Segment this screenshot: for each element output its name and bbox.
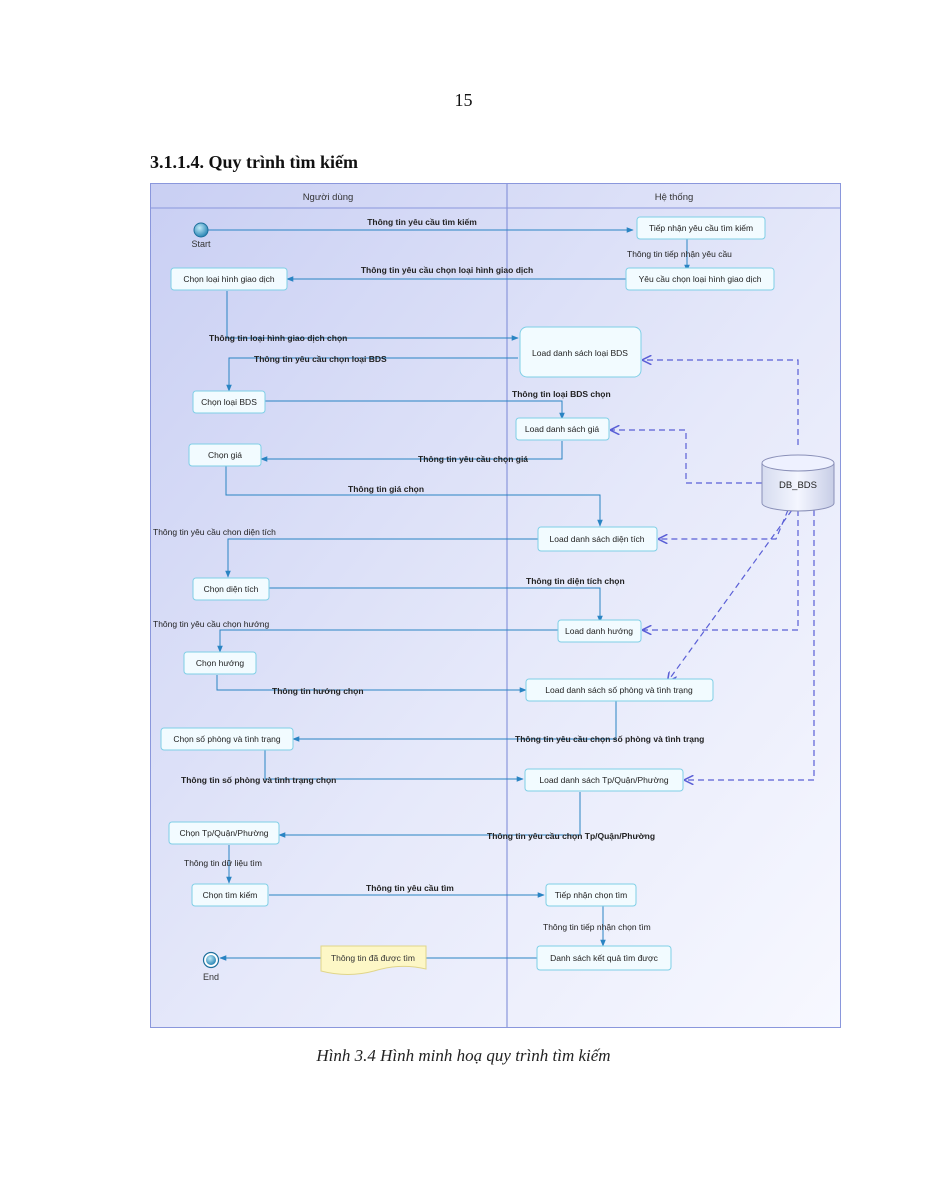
- flow-label-f7: Thông tin yêu cầu chọn giá: [418, 454, 528, 464]
- flow-label-f15: Thông tin yêu cầu chọn Tp/Quận/Phường: [487, 831, 655, 841]
- svg-text:Tiếp nhận chọn tìm: Tiếp nhận chọn tìm: [555, 890, 627, 900]
- lane-system-header: Hệ thống: [655, 192, 694, 203]
- flow-label-f9: Thông tin yêu cầu chon diện tích: [153, 527, 276, 537]
- svg-text:Load danh sách giá: Load danh sách giá: [525, 424, 599, 434]
- action-chon-loai-bds: Chọn loại BDS: [192, 390, 266, 414]
- end-node: [206, 955, 216, 965]
- flow-f14: [264, 750, 524, 782]
- lane-user-header: Người dùng: [303, 192, 354, 203]
- flow-label-f2: Thông tin tiếp nhận yêu cầu: [627, 249, 732, 259]
- figure-caption: Hình 3.4 Hình minh hoạ quy trình tìm kiế…: [316, 1046, 611, 1065]
- action-load-dien-tich: Load danh sách diện tích: [537, 526, 658, 552]
- flow-label-f12: Thông tin hướng chọn: [272, 686, 364, 696]
- flow-f4: [226, 291, 519, 341]
- svg-text:Load danh sách loại BDS: Load danh sách loại BDS: [532, 348, 628, 358]
- section-heading: 3.1.1.4. Quy trình tìm kiếm: [150, 152, 359, 172]
- action-load-huong: Load danh hướng: [557, 619, 642, 643]
- svg-text:Chọn diện tích: Chọn diện tích: [204, 584, 259, 594]
- end-label: End: [203, 972, 219, 982]
- flow-label-f3: Thông tin yêu cầu chọn loại hình giao dị…: [361, 265, 533, 275]
- action-chon-loai-hinh: Chọn loại hình giao dịch: [170, 267, 288, 291]
- svg-text:Chọn số phòng và tình trạng: Chọn số phòng và tình trạng: [173, 734, 281, 744]
- svg-text:Chọn tìm kiếm: Chọn tìm kiếm: [203, 890, 258, 900]
- svg-text:Load danh sách Tp/Quận/Phường: Load danh sách Tp/Quận/Phường: [539, 775, 669, 785]
- flow-f12: [216, 675, 527, 693]
- svg-text:Chọn loại BDS: Chọn loại BDS: [201, 397, 257, 407]
- flow-f5: [226, 357, 518, 392]
- svg-text:Danh sách kết quả tìm được: Danh sách kết quả tìm được: [550, 953, 658, 963]
- svg-text:Chọn hướng: Chọn hướng: [196, 658, 244, 668]
- db-link-huong: [643, 510, 799, 630]
- flow-f6: [265, 400, 565, 420]
- database-db-bds: DB_BDS: [761, 454, 835, 512]
- flow-label-f4: Thông tin loại hình giao dịch chọn: [209, 333, 347, 343]
- db-link-tp: [685, 510, 815, 780]
- svg-text:Load danh sách diện tích: Load danh sách diện tích: [550, 534, 645, 544]
- note-text: Thông tin đã được tìm: [331, 953, 415, 963]
- action-tiep-nhan-yeu-cau: Tiếp nhận yêu cầu tìm kiếm: [636, 216, 766, 240]
- flow-label-f17: Thông tin yêu cầu tìm: [366, 883, 454, 893]
- flow-f13: [292, 701, 617, 742]
- db-link-so-phong: [668, 509, 793, 681]
- action-chon-tim-kiem: Chọn tìm kiếm: [191, 883, 269, 907]
- svg-text:Chọn giá: Chọn giá: [208, 450, 242, 460]
- db-link-dien-tich: [659, 509, 789, 539]
- database-label: DB_BDS: [779, 480, 817, 491]
- svg-text:Chọn loại hình giao dịch: Chọn loại hình giao dịch: [183, 274, 274, 284]
- flow-f15: [278, 792, 581, 838]
- action-load-so-phong: Load danh sách số phòng và tình trạng: [525, 678, 714, 702]
- flow-label-f8: Thông tin giá chọn: [348, 484, 424, 494]
- flow-label-f5: Thông tin yêu cầu chọn loại BDS: [254, 354, 387, 364]
- flow-f10: [269, 587, 603, 623]
- action-chon-dien-tich: Chọn diện tích: [192, 577, 270, 601]
- flow-f7: [260, 441, 563, 462]
- svg-text:Load danh hướng: Load danh hướng: [565, 626, 633, 636]
- flow-label-f10: Thông tin diện tích chọn: [526, 576, 625, 586]
- db-link-gia: [611, 430, 762, 484]
- action-danh-sach-ket-qua: Danh sách kết quả tìm được: [536, 945, 672, 971]
- flow-f8: [225, 465, 603, 527]
- svg-text:Tiếp nhận yêu cầu tìm kiếm: Tiếp nhận yêu cầu tìm kiếm: [649, 223, 753, 233]
- action-chon-huong: Chọn hướng: [183, 651, 257, 675]
- action-chon-tp: Chọn Tp/Quận/Phường: [168, 821, 280, 845]
- flow-label-f18: Thông tin tiếp nhận chọn tìm: [543, 922, 651, 932]
- start-label: Start: [191, 239, 211, 249]
- action-load-gia: Load danh sách giá: [515, 417, 610, 441]
- start-node: [193, 222, 209, 238]
- action-load-tp: Load danh sách Tp/Quận/Phường: [524, 768, 684, 792]
- action-yeu-cau-chon-loai-hinh: Yêu cầu chọn loại hình giao dịch: [625, 267, 775, 291]
- flow-label-f6: Thông tin loại BDS chọn: [512, 389, 611, 399]
- svg-text:Yêu cầu chọn loại hình giao dị: Yêu cầu chọn loại hình giao dịch: [639, 274, 762, 284]
- db-link-loai-bds: [643, 360, 799, 445]
- svg-text:Load danh sách số phòng và tìn: Load danh sách số phòng và tình trạng: [545, 685, 693, 695]
- action-chon-so-phong: Chọn số phòng và tình trạng: [160, 727, 294, 751]
- action-chon-gia: Chọn giá: [188, 443, 262, 467]
- flow-f9: [225, 538, 538, 578]
- page-number: 15: [454, 90, 473, 110]
- activity-diagram: Người dùng Hệ thống Start End: [150, 183, 841, 1028]
- flow-label-f16: Thông tin dữ liệu tìm: [184, 858, 262, 868]
- flow-label-f11: Thông tin yêu cầu chọn hướng: [153, 619, 269, 629]
- flow-f11: [217, 629, 558, 653]
- flow-label-f13: Thông tin yêu cầu chọn số phòng và tình …: [515, 734, 704, 744]
- flow-label-f1: Thông tin yêu cầu tìm kiếm: [367, 217, 477, 227]
- flow-label-f14: Thông tin số phòng và tình trạng chọn: [181, 775, 336, 785]
- result-note: Thông tin đã được tìm: [320, 945, 427, 975]
- svg-text:Chọn Tp/Quận/Phường: Chọn Tp/Quận/Phường: [179, 828, 268, 838]
- action-load-loai-bds: Load danh sách loại BDS: [519, 326, 642, 378]
- action-tiep-nhan-chon-tim: Tiếp nhận chọn tìm: [545, 883, 637, 907]
